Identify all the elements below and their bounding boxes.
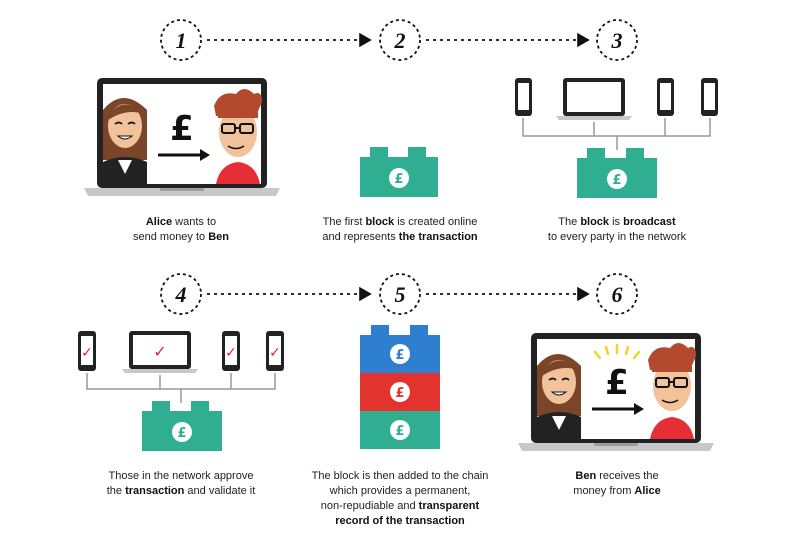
chain-block-blue: £	[360, 335, 440, 373]
caption-text: and represents	[322, 231, 399, 243]
phone-approved-icon: ✓	[78, 331, 96, 371]
glow-rays-icon	[593, 343, 641, 360]
step-number-5: 5	[395, 282, 406, 307]
laptop-ben-receives-icon: £	[518, 333, 714, 451]
caption-text: which provides a permanent,	[329, 485, 471, 497]
checkmark-icon: ✓	[269, 345, 281, 361]
chain-block-red: £	[360, 373, 440, 411]
step-circle-3: 3	[596, 19, 638, 61]
step-circle-1: 1	[160, 19, 202, 61]
block-pound-icon: £	[612, 173, 621, 188]
caption-text: is	[609, 216, 624, 228]
caption-bold-text: transparent	[418, 500, 480, 512]
caption-text: and validate it	[184, 485, 256, 497]
laptop-alice-to-ben-icon: £	[84, 78, 280, 196]
step-3-caption: The block is broadcast to every party in …	[507, 215, 727, 245]
caption-text: non-repudiable and	[320, 500, 419, 512]
network-broadcast-diagram: £	[515, 78, 718, 198]
step-6-caption: Ben receives the money from Alice	[527, 469, 707, 499]
step-number-4: 4	[175, 282, 187, 307]
caption-text: wants to	[172, 216, 217, 228]
caption-text: The block is then added to the chain	[311, 470, 489, 482]
caption-text: is created online	[394, 216, 478, 228]
chain-block-teal: £	[360, 411, 440, 449]
ben-avatar	[214, 89, 262, 184]
caption-bold-text: the transaction	[398, 231, 478, 243]
step-circle-5: 5	[379, 273, 421, 315]
checkmark-icon: ✓	[225, 345, 237, 361]
checkmark-icon: ✓	[153, 342, 166, 361]
caption-text: The	[558, 216, 581, 228]
block-icon: £	[577, 148, 657, 198]
network-approval-diagram: ✓ ✓ ✓ ✓ £	[78, 331, 284, 451]
caption-text: the	[106, 485, 126, 497]
caption-text: to every party in the network	[547, 231, 687, 243]
step-2-caption: The first block is created online and rep…	[290, 215, 510, 245]
alice-avatar	[103, 98, 147, 184]
phone-approved-icon: ✓	[222, 331, 240, 371]
step-number-2: 2	[394, 28, 406, 53]
caption-bold-text: block	[580, 216, 610, 228]
step-number-3: 3	[611, 28, 623, 53]
checkmark-icon: ✓	[81, 345, 93, 361]
caption-text: The first	[322, 216, 366, 228]
step-5-caption: The block is then added to the chain whic…	[285, 469, 515, 529]
phone-approved-icon: ✓	[266, 331, 284, 371]
step-4-caption: Those in the network approve the transact…	[71, 469, 291, 499]
caption-bold-text: Ben	[575, 470, 597, 482]
caption-bold-text: block	[365, 216, 395, 228]
laptop-icon	[556, 78, 632, 120]
caption-bold-text: Ben	[208, 231, 229, 243]
step-number-1: 1	[176, 28, 187, 53]
block-pound-icon: £	[395, 424, 404, 439]
step-circle-2: 2	[379, 19, 421, 61]
laptop-approved-icon: ✓	[122, 331, 198, 373]
caption-text: send money to	[133, 231, 209, 243]
phone-icon	[657, 78, 674, 116]
step-circle-4: 4	[160, 273, 202, 315]
ben-avatar	[648, 343, 696, 439]
block-icon: £	[360, 147, 438, 197]
pound-sign-icon: £	[605, 363, 629, 403]
step-1-caption: Alice wants to send money to Ben	[91, 215, 271, 245]
block-pound-icon: £	[395, 348, 404, 363]
block-pound-icon: £	[177, 426, 186, 441]
step-number-6: 6	[612, 282, 623, 307]
caption-text: Those in the network approve	[108, 470, 254, 482]
alice-avatar	[537, 354, 581, 439]
block-pound-icon: £	[394, 172, 403, 187]
caption-bold-text: Alice	[634, 485, 661, 497]
caption-bold-text: Alice	[145, 216, 173, 228]
block-chain-stack: £ £ £	[360, 325, 440, 449]
caption-bold-text: record of the transaction	[335, 515, 465, 527]
caption-text: money from	[573, 485, 635, 497]
block-pound-icon: £	[395, 386, 404, 401]
caption-text: receives the	[596, 470, 659, 482]
step-circle-6: 6	[596, 273, 638, 315]
phone-icon	[515, 78, 532, 116]
caption-bold-text: transaction	[125, 485, 185, 497]
pound-sign-icon: £	[170, 109, 194, 149]
phone-icon	[701, 78, 718, 116]
block-icon: £	[142, 401, 222, 451]
caption-bold-text: broadcast	[623, 216, 676, 228]
